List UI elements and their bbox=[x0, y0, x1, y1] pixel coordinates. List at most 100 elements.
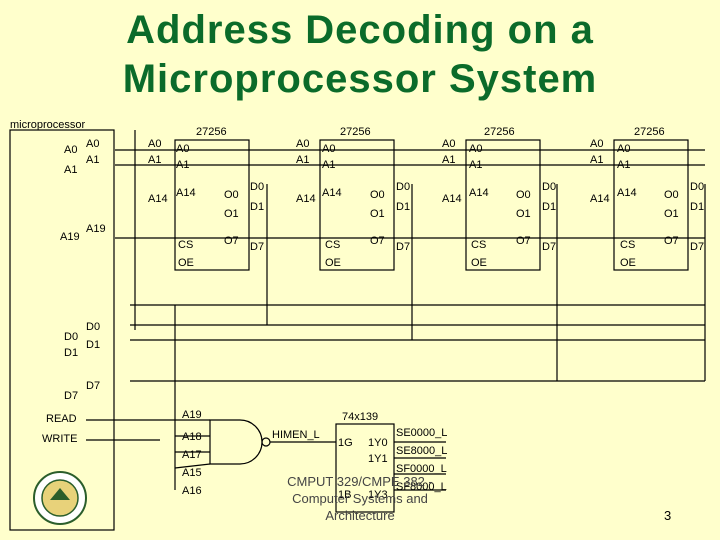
decoder-74x139 bbox=[335, 423, 395, 513]
addr-a16: A16 bbox=[182, 485, 202, 497]
chip4-d1: D1 bbox=[690, 201, 704, 213]
chip4-a14: A14 bbox=[617, 187, 637, 199]
nand-bubble bbox=[261, 437, 271, 447]
chip-2-labels: 27256 A0 A1 A14 A0 A1 A14 CS OE O0 O1 O7… bbox=[296, 126, 410, 269]
chip1-d0: D0 bbox=[250, 181, 264, 193]
chip2-a0: A0 bbox=[322, 143, 335, 155]
title-line-1: Address Decoding on a bbox=[126, 8, 594, 52]
select-se0000: SE0000_L bbox=[396, 427, 447, 439]
chip3-o7: O7 bbox=[516, 235, 531, 247]
page-number: 3 bbox=[664, 508, 672, 523]
chip4-o1: O1 bbox=[664, 208, 679, 220]
mpu-inner-d7: D7 bbox=[86, 380, 100, 392]
chip2-o0: O0 bbox=[370, 189, 385, 201]
addr-a17: A17 bbox=[182, 449, 202, 461]
chip2-cs: CS bbox=[325, 239, 340, 251]
write-label: WRITE bbox=[42, 433, 77, 445]
memory-chip-2 bbox=[319, 139, 395, 271]
memory-chip-4 bbox=[613, 139, 689, 271]
chip2-o7: O7 bbox=[370, 235, 385, 247]
chip2-a1: A1 bbox=[322, 159, 335, 171]
chip4-cs: CS bbox=[620, 239, 635, 251]
addr-a15: A15 bbox=[182, 467, 202, 479]
chip3-left-a14: A14 bbox=[442, 193, 462, 205]
chip3-d1: D1 bbox=[542, 201, 556, 213]
title-line-2: Microprocessor System bbox=[122, 57, 598, 101]
chip4-left-a0: A0 bbox=[590, 138, 603, 150]
chip1-cs: CS bbox=[178, 239, 193, 251]
mpu-pin-d7: D7 bbox=[64, 390, 78, 402]
select-sf0000: SF0000_L bbox=[396, 463, 447, 475]
chip-4-labels: 27256 A0 A1 A14 A0 A1 A14 CS OE O0 O1 O7… bbox=[590, 126, 704, 269]
microprocessor-box bbox=[9, 129, 115, 531]
chip-1-labels: 27256 A0 A1 A14 A0 A1 A14 CS OE O0 O1 O7… bbox=[148, 126, 264, 269]
chip4-o7: O7 bbox=[664, 235, 679, 247]
mpu-pin-a19: A19 bbox=[60, 231, 80, 243]
chip1-o0: O0 bbox=[224, 189, 239, 201]
chip2-d7: D7 bbox=[396, 241, 410, 253]
chip1-left-a1: A1 bbox=[148, 154, 161, 166]
chip1-a14: A14 bbox=[176, 187, 196, 199]
footer-line-1: CMPUT 329/CMPE 382 - bbox=[287, 474, 433, 489]
decoder-1b: 1B bbox=[338, 489, 351, 501]
chip2-d0: D0 bbox=[396, 181, 410, 193]
chip4-d7: D7 bbox=[690, 241, 704, 253]
decoder-1y3: 1Y3 bbox=[368, 489, 388, 501]
decoder-part-label: 74x139 bbox=[342, 411, 378, 423]
mpu-inner-d1: D1 bbox=[86, 339, 100, 351]
chip1-left-a0: A0 bbox=[148, 138, 161, 150]
mpu-inner-a1: A1 bbox=[86, 154, 99, 166]
chip4-oe: OE bbox=[620, 257, 636, 269]
decoder-1g: 1G bbox=[338, 437, 353, 449]
chip4-o0: O0 bbox=[664, 189, 679, 201]
chip1-d7: D7 bbox=[250, 241, 264, 253]
chip4-a0: A0 bbox=[617, 143, 630, 155]
mpu-pin-a0: A0 bbox=[64, 144, 77, 156]
select-se8000: SE8000_L bbox=[396, 445, 447, 457]
mpu-inner-d0: D0 bbox=[86, 321, 100, 333]
chip2-o1: O1 bbox=[370, 208, 385, 220]
chip2-oe: OE bbox=[325, 257, 341, 269]
microprocessor-label: microprocessor bbox=[10, 119, 86, 131]
chip1-a0: A0 bbox=[176, 143, 189, 155]
addr-a19: A19 bbox=[182, 409, 202, 421]
mpu-inner-a0: A0 bbox=[86, 138, 99, 150]
chip2-left-a1: A1 bbox=[296, 154, 309, 166]
nand-gate bbox=[209, 419, 263, 465]
chip2-left-a14: A14 bbox=[296, 193, 316, 205]
memory-chip-3 bbox=[465, 139, 541, 271]
chip3-cs: CS bbox=[471, 239, 486, 251]
chip2-d1: D1 bbox=[396, 201, 410, 213]
mpu-pin-d0: D0 bbox=[64, 331, 78, 343]
chip2-left-a0: A0 bbox=[296, 138, 309, 150]
chip3-d0: D0 bbox=[542, 181, 556, 193]
chip4-d0: D0 bbox=[690, 181, 704, 193]
footer-line-2: Computer Systems and bbox=[292, 491, 428, 506]
chip3-part: 27256 bbox=[484, 126, 515, 138]
chip4-a1: A1 bbox=[617, 159, 630, 171]
chip1-a1: A1 bbox=[176, 159, 189, 171]
chip3-o1: O1 bbox=[516, 208, 531, 220]
chip4-left-a14: A14 bbox=[590, 193, 610, 205]
select-sf8000: SF8000_L bbox=[396, 481, 447, 493]
chip1-d1: D1 bbox=[250, 201, 264, 213]
chip3-a14: A14 bbox=[469, 187, 489, 199]
addr-a18: A18 bbox=[182, 431, 202, 443]
chip3-a0: A0 bbox=[469, 143, 482, 155]
mpu-pin-a1: A1 bbox=[64, 164, 77, 176]
chip-3-labels: 27256 A0 A1 A14 A0 A1 A14 CS OE O0 O1 O7… bbox=[442, 126, 556, 269]
footer-line-3: Architecture bbox=[325, 508, 395, 523]
chip2-a14: A14 bbox=[322, 187, 342, 199]
chip2-part: 27256 bbox=[340, 126, 371, 138]
chip1-o1: O1 bbox=[224, 208, 239, 220]
chip1-part: 27256 bbox=[196, 126, 227, 138]
chip3-d7: D7 bbox=[542, 241, 556, 253]
chip1-o7: O7 bbox=[224, 235, 239, 247]
mpu-inner-a19: A19 bbox=[86, 223, 106, 235]
chip3-left-a0: A0 bbox=[442, 138, 455, 150]
chip1-oe: OE bbox=[178, 257, 194, 269]
chip3-left-a1: A1 bbox=[442, 154, 455, 166]
chip3-o0: O0 bbox=[516, 189, 531, 201]
decoder-1y0: 1Y0 bbox=[368, 437, 388, 449]
